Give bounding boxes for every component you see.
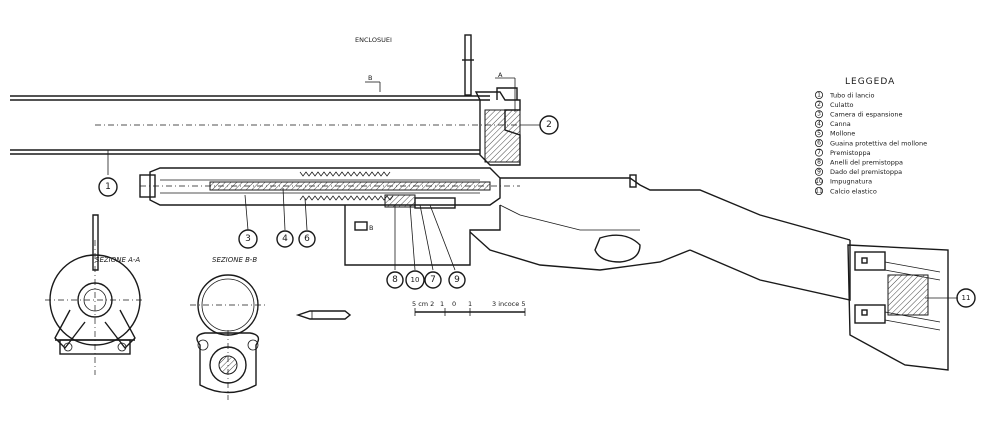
- svg-text:3: 3: [245, 234, 251, 244]
- legend-item-label: Camera di espansione: [830, 111, 902, 119]
- legend-item: 8 Anelli del premistoppa: [815, 158, 903, 167]
- legend-item: 9 Dado del premistoppa: [815, 167, 902, 176]
- callout-11: 11: [925, 288, 976, 308]
- section-b-title: SEZIONE B-B: [212, 256, 257, 264]
- legend-item-label: Anelli del premistoppa: [830, 159, 903, 167]
- svg-text:1: 1: [105, 182, 111, 192]
- cartridge-detail: [295, 310, 352, 320]
- legend-item-label: Impugnatura: [830, 178, 872, 186]
- legend-item-number: 10: [815, 178, 823, 185]
- callout-6: 6: [298, 197, 316, 248]
- legend-item-marker: [815, 167, 824, 176]
- svg-text:11: 11: [962, 294, 971, 302]
- legend-item-label: Mollone: [830, 130, 855, 138]
- callout-10: 10: [405, 204, 425, 290]
- legend-item-label: Dado del premistoppa: [830, 168, 902, 176]
- legend-item: 11 Calcio elastico: [815, 186, 877, 195]
- scale-tick-2: 0: [452, 300, 456, 308]
- svg-text:2: 2: [546, 120, 552, 130]
- legend-item-label: Guaina protettiva del mollone: [830, 139, 927, 147]
- legend-item-number: 2: [817, 101, 821, 108]
- legend-item-label: Premistoppa: [830, 149, 871, 157]
- svg-text:8: 8: [392, 275, 398, 285]
- svg-text:10: 10: [411, 276, 420, 284]
- callout-7: 7: [419, 204, 442, 289]
- legend-item: 1 Tubo di lancio: [815, 91, 875, 100]
- scale-tick-1: 1: [440, 300, 444, 308]
- legend-item-marker: [815, 138, 824, 147]
- callout-4: 4: [276, 187, 294, 248]
- launcher-tube: [10, 95, 520, 155]
- legend-item-number: 9: [817, 168, 821, 175]
- scale-bar: 5 cm 2 1 0 1 3 incoce 5: [412, 300, 525, 316]
- legend-item-label: Canna: [830, 120, 851, 128]
- legend-title: LEGGEDA: [845, 77, 895, 87]
- callout-9: 9: [429, 204, 466, 289]
- svg-text:6: 6: [304, 234, 310, 244]
- receiver-and-stock: B: [344, 174, 949, 371]
- legend-item: 7 Premistoppa: [815, 148, 871, 157]
- top-label: ENCLOSUEI: [355, 36, 392, 44]
- legend-item: 4 Canna: [815, 119, 851, 128]
- legend-item-marker: [815, 110, 824, 119]
- legend-item-marker: [815, 158, 824, 167]
- legend-item-marker: [815, 119, 824, 128]
- legend-item-marker: [815, 100, 824, 109]
- barrel-assembly: [139, 167, 520, 209]
- svg-text:9: 9: [454, 275, 460, 285]
- callout-1: 1: [98, 150, 118, 197]
- svg-text:7: 7: [430, 275, 436, 285]
- legend-item-marker: [815, 91, 824, 100]
- legend-item-marker: [815, 129, 824, 138]
- legend-item-number: 8: [817, 159, 821, 166]
- section-mark-b: B: [368, 74, 372, 82]
- legend-item-label: Calcio elastico: [830, 187, 877, 195]
- svg-text:B: B: [369, 224, 373, 232]
- legend-item-marker: [815, 177, 824, 186]
- callout-8: 8: [386, 205, 404, 289]
- scale-right-label: 3 incoce 5: [492, 300, 525, 308]
- legend-item-number: 6: [817, 140, 821, 147]
- section-a-a: SEZIONE A-A: [45, 214, 145, 375]
- legend-item: 10 Impugnatura: [815, 177, 872, 186]
- legend-item-label: Tubo di lancio: [829, 91, 875, 99]
- legend-item: 6 Guaina protettiva del mollone: [815, 138, 927, 147]
- legend-item-label: Culatto: [830, 101, 854, 109]
- legend-item-number: 11: [815, 188, 823, 195]
- legend-item: 2 Culatto: [815, 100, 854, 109]
- legend-item-number: 3: [817, 111, 821, 118]
- section-b-b: SEZIONE B-B: [190, 256, 266, 400]
- legend-item-number: 4: [817, 120, 821, 127]
- callout-2: 2: [520, 115, 559, 135]
- section-a-title: SEZIONE A-A: [95, 256, 140, 264]
- legend-item-number: 1: [817, 92, 821, 99]
- svg-text:4: 4: [282, 234, 288, 244]
- scale-left-label: 5 cm 2: [412, 300, 434, 308]
- legend: LEGGEDA 1 Tubo di lancio 2 Culatto 3 Camera d…: [815, 77, 927, 195]
- legend-item-number: 7: [817, 149, 821, 156]
- scale-tick-3: 1: [468, 300, 472, 308]
- legend-item-marker: [815, 148, 824, 157]
- breech-block: A B: [365, 34, 521, 166]
- legend-item: 5 Mollone: [815, 129, 855, 138]
- legend-item-marker: [815, 186, 824, 195]
- legend-item-number: 5: [817, 130, 821, 137]
- legend-item: 3 Camera di espansione: [815, 110, 902, 119]
- callout-3: 3: [238, 194, 258, 249]
- section-mark-a: A: [498, 71, 503, 79]
